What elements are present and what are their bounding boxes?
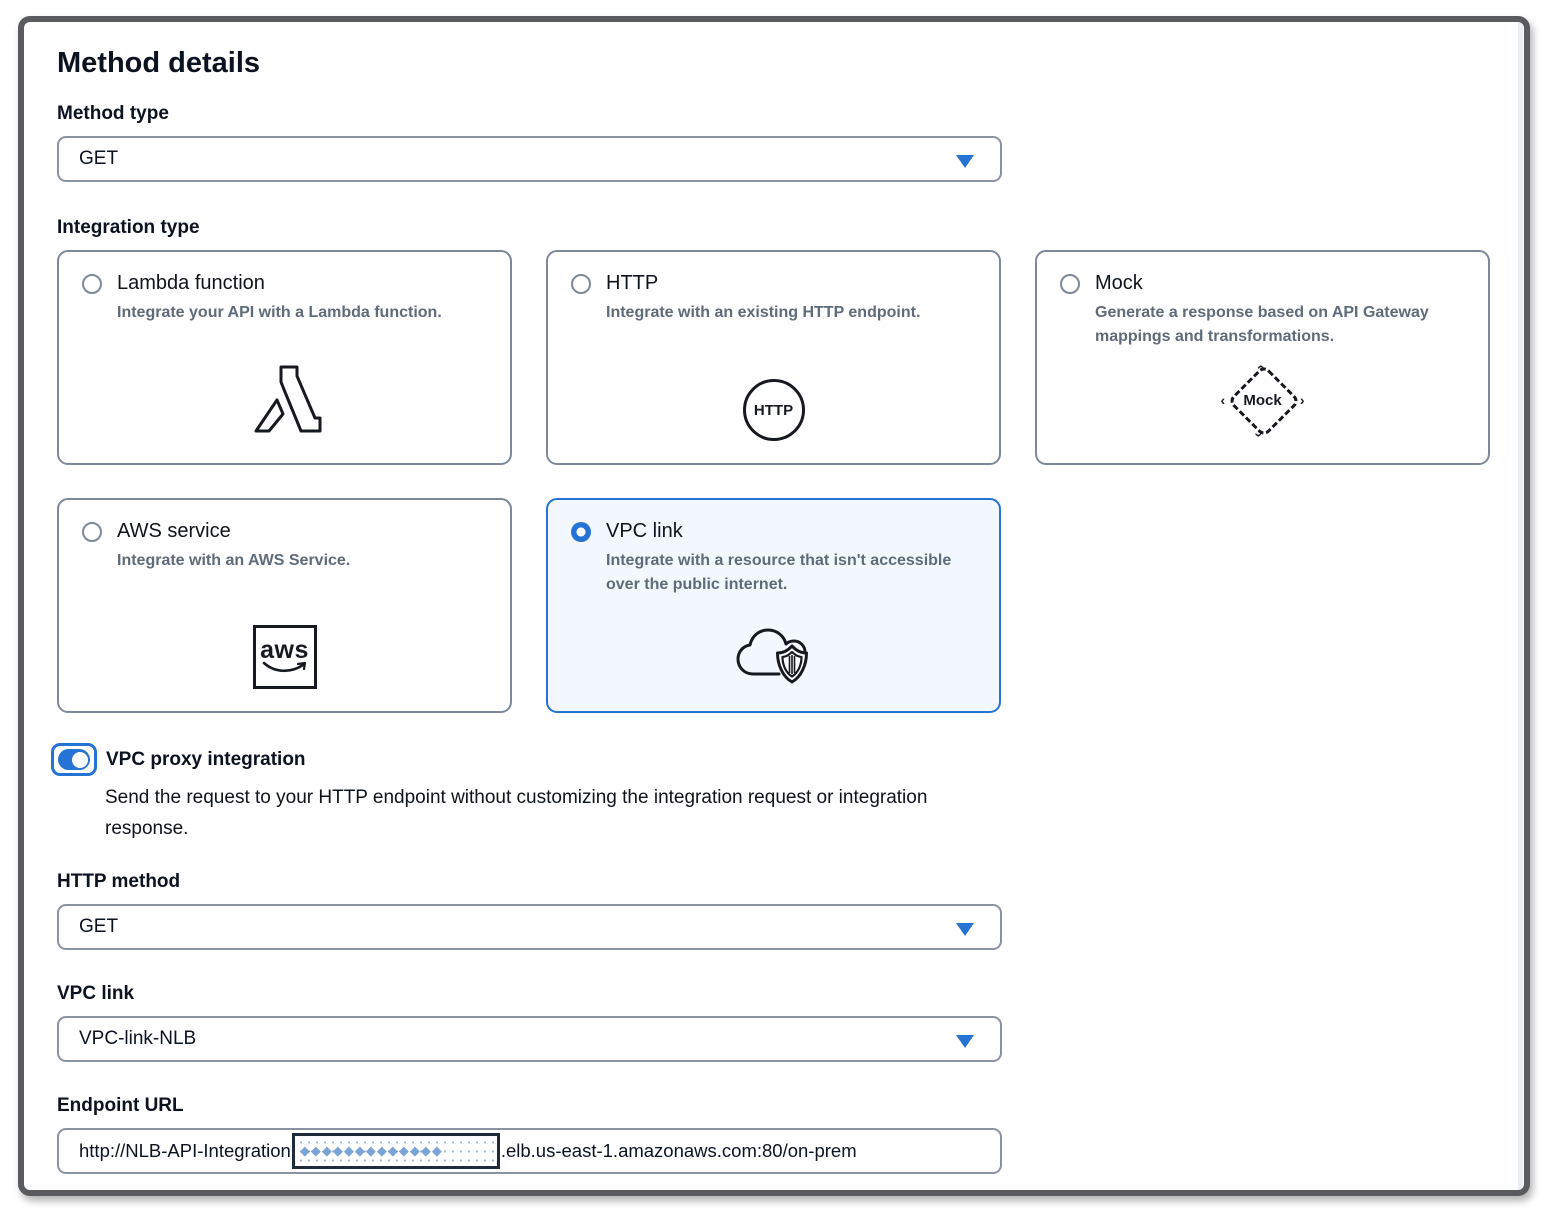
method-type-label: Method type [57,103,169,124]
card-mock[interactable]: Mock Generate a response based on API Ga… [1035,250,1490,465]
radio-button[interactable] [82,521,102,542]
endpoint-url-prefix: http://NLB-API-Integration [79,1140,291,1161]
card-description: Integrate your API with a Lambda functio… [117,304,442,321]
mock-arrow-right: › [1299,392,1305,408]
endpoint-url-label: Endpoint URL [57,1095,184,1116]
vpc-proxy-label: VPC proxy integration [106,748,306,770]
vpc-link-shield-icon [736,628,808,684]
window-frame: Method details Method type GET Integrati… [18,16,1530,1196]
card-http[interactable]: HTTP Integrate with an existing HTTP end… [546,250,1001,465]
card-title: AWS service [117,520,231,542]
card-description: Integrate with an existing HTTP endpoint… [606,304,921,321]
aws-icon: aws [252,625,317,689]
clipped-toggle[interactable] [86,1192,113,1196]
vpc-link-value: VPC-link-NLB [79,1028,197,1049]
integration-type-label: Integration type [57,217,200,238]
http-icon-label: HTTP [753,401,794,419]
http-icon: HTTP [742,379,805,441]
mock-arrow-left: ‹ [1220,392,1226,408]
lambda-icon [254,365,321,433]
card-aws-service[interactable]: AWS service Integrate with an AWS Servic… [57,498,512,713]
http-method-select[interactable]: GET [57,904,1002,950]
vpc-proxy-toggle[interactable] [51,743,97,776]
http-method-label: HTTP method [57,871,181,892]
card-description: Integrate with a resource that isn't acc… [606,552,952,593]
card-description: Generate a response based on API Gateway… [1095,304,1429,345]
aws-icon-label: aws [260,636,309,664]
radio-button[interactable] [571,521,591,542]
radio-button[interactable] [82,273,102,294]
card-title: Mock [1095,272,1143,294]
vpc-proxy-toggle-row: VPC proxy integration [51,743,1524,776]
card-vpc-link[interactable]: VPC link Integrate with a resource that … [546,498,1001,713]
aws-smile-icon [262,661,306,673]
method-type-select[interactable]: GET [57,136,1002,182]
card-lambda-function[interactable]: Lambda function Integrate your API with … [57,250,512,465]
vpc-link-label: VPC link [57,983,135,1004]
mock-arrow-up: › [1250,364,1267,370]
redaction-block: ◆◆◆◆◆◆◆◆◆◆◆◆◆ [291,1133,500,1169]
method-details-panel: Method details Method type GET Integrati… [24,22,1524,1196]
mock-icon: ‹ › › › Mock [1221,363,1305,441]
card-description: Integrate with an AWS Service. [117,552,351,569]
right-edge-strip [1518,22,1523,1190]
mock-arrow-down: › [1250,432,1267,438]
card-title: HTTP [606,272,659,294]
radio-button[interactable] [571,273,591,294]
mock-icon-label: Mock [1243,392,1282,409]
card-title: VPC link [606,520,683,542]
dropdown-caret-icon [956,1035,974,1048]
vpc-link-select[interactable]: VPC-link-NLB [57,1016,1002,1062]
page-title: Method details [57,47,261,79]
integration-type-cards: Lambda function Integrate your API with … [57,250,1524,713]
dropdown-caret-icon [956,923,974,936]
endpoint-url-suffix: .elb.us-east-1.amazonaws.com:80/on-prem [500,1140,857,1161]
http-method-value: GET [79,916,119,937]
method-type-value: GET [79,148,119,169]
card-title: Lambda function [117,272,265,294]
vpc-proxy-description: Send the request to your HTTP endpoint w… [105,787,928,839]
endpoint-url-input[interactable]: http://NLB-API-Integration ◆◆◆◆◆◆◆◆◆◆◆◆◆… [57,1128,1002,1174]
radio-button[interactable] [1060,273,1080,294]
dropdown-caret-icon [956,155,974,168]
